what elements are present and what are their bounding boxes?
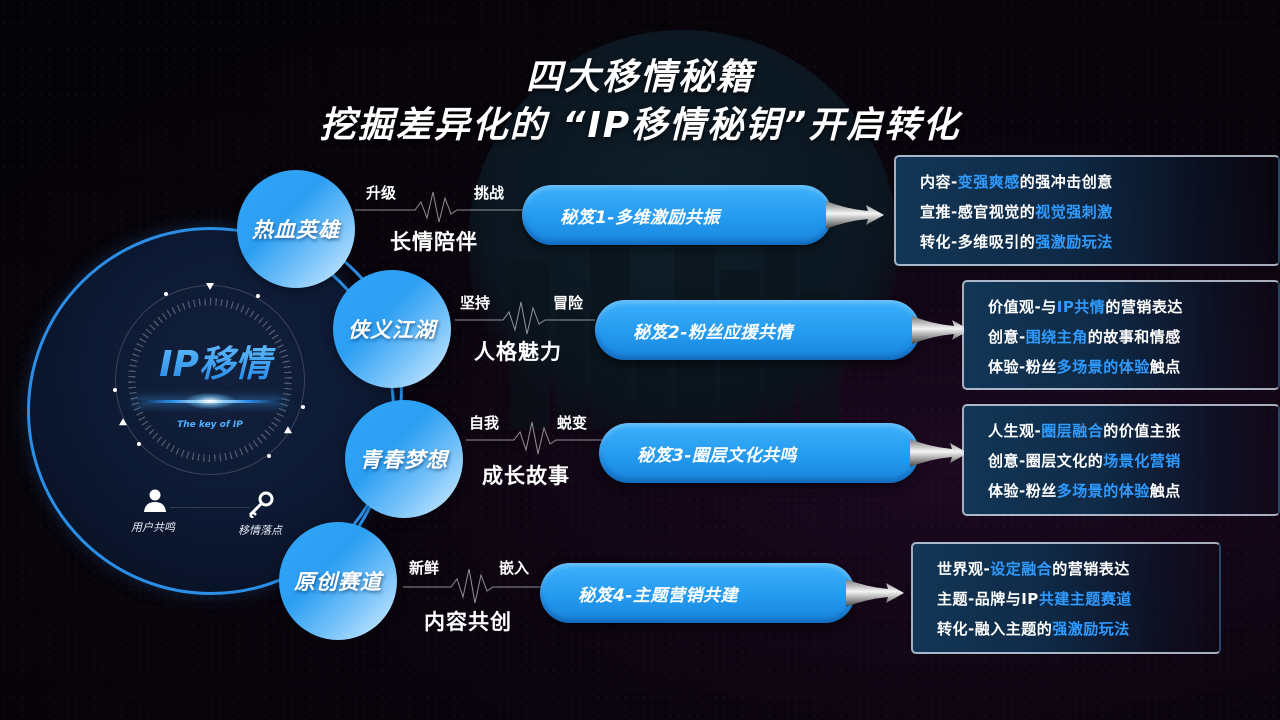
theme-bubble-original-track: 原创赛道 [279, 522, 397, 640]
icon-link-line [170, 507, 250, 508]
glow-core [185, 393, 235, 409]
card-line: 价值观-与IP共情的营销表达 [988, 298, 1183, 316]
arrow-right-icon [912, 316, 970, 344]
hub-title: IP移情 [140, 335, 290, 387]
keyword-right: 嵌入 [499, 559, 530, 577]
user-icon [144, 489, 166, 512]
pill-label: 秘笈4-主题营销共建 [578, 585, 738, 606]
keyword-left: 新鲜 [409, 559, 440, 577]
bubble-label: 青春梦想 [360, 448, 448, 472]
heartbeat-wave-icon [455, 301, 595, 335]
card-line: 人生观-圈层融合的价值主张 [988, 422, 1181, 440]
dial-ticks [128, 298, 292, 462]
keyword-left: 坚持 [460, 294, 491, 312]
dial-dot [113, 388, 117, 392]
theme-bubble-chivalry: 侠义江湖 [333, 270, 451, 388]
arrow-right-icon [826, 201, 884, 229]
dial-dot [301, 405, 305, 409]
card-line: 世界观-设定融合的营销表达 [937, 560, 1130, 578]
strategy-pill-2: 秘笈2-粉丝应援共情 [595, 300, 920, 360]
card-line: 创意-圈层文化的场景化营销 [988, 452, 1181, 470]
page-subtitle: 挖掘差异化的 “IP移情秘钥”开启转化 [319, 105, 961, 146]
page-title: 四大移情秘籍 [525, 57, 754, 98]
theme-bubble-hot-blooded-hero: 热血英雄 [237, 170, 355, 288]
keyword-right: 挑战 [474, 184, 505, 202]
keyword-right: 蜕变 [557, 414, 588, 432]
keyword-left: 自我 [469, 414, 500, 432]
dial-dot [164, 292, 168, 296]
strategy-detail-card-4: 世界观-设定融合的营销表达 主题-品牌与IP共建主题赛道 转化-融入主题的强激励… [911, 542, 1221, 654]
card-line: 创意-围绕主角的故事和情感 [988, 328, 1181, 346]
trait-label: 人格魅力 [474, 340, 562, 364]
bubble-label: 热血英雄 [252, 218, 340, 242]
trait-label: 长情陪伴 [390, 230, 478, 254]
trait-label: 内容共创 [424, 610, 512, 634]
bubble-label: 原创赛道 [294, 570, 382, 594]
card-line: 转化-融入主题的强激励玩法 [937, 620, 1130, 638]
strategy-detail-card-2: 价值观-与IP共情的营销表达 创意-围绕主角的故事和情感 体验-粉丝多场景的体验… [962, 280, 1280, 390]
hub-tagline: The key of IP [177, 420, 243, 430]
heartbeat-wave-icon [466, 421, 606, 455]
heartbeat-wave-icon [355, 191, 525, 223]
strategy-detail-card-1: 内容-变强爽感的强冲击创意 宣推-感官视觉的视觉强刺激 转化-多维吸引的强激励玩… [894, 155, 1280, 266]
dial-dot [256, 294, 260, 298]
empathy-anchor-label: 移情落点 [238, 524, 282, 537]
pill-label: 秘笈1-多维激励共振 [560, 207, 720, 228]
key-icon [248, 491, 274, 518]
keyword-right: 冒险 [553, 294, 584, 312]
pill-label: 秘笈2-粉丝应援共情 [633, 322, 793, 343]
arrow-right-icon [910, 439, 968, 467]
arrow-right-icon [846, 579, 904, 607]
theme-bubble-youth-dream: 青春梦想 [345, 400, 463, 518]
card-line: 体验-粉丝多场景的体验触点 [988, 482, 1181, 500]
card-line: 转化-多维吸引的强激励玩法 [920, 233, 1113, 251]
strategy-pill-4: 秘笈4-主题营销共建 [540, 563, 855, 623]
strategy-pill-1: 秘笈1-多维激励共振 [522, 185, 832, 245]
dial-marker-icon [206, 283, 214, 290]
trait-label: 成长故事 [482, 464, 570, 488]
card-line: 宣推-感官视觉的视觉强刺激 [920, 203, 1113, 221]
strategy-pill-3: 秘笈3-圈层文化共鸣 [599, 423, 919, 483]
user-resonance-label: 用户共鸣 [131, 521, 175, 534]
card-line: 体验-粉丝多场景的体验触点 [988, 358, 1181, 376]
card-line: 主题-品牌与IP共建主题赛道 [937, 590, 1132, 608]
pill-label: 秘笈3-圈层文化共鸣 [637, 445, 797, 466]
strategy-detail-card-3: 人生观-圈层融合的价值主张 创意-圈层文化的场景化营销 体验-粉丝多场景的体验触… [962, 404, 1280, 516]
bubble-label: 侠义江湖 [348, 318, 436, 342]
keyword-left: 升级 [366, 184, 397, 202]
dial-dot [267, 454, 271, 458]
dial-dot [137, 442, 141, 446]
heartbeat-wave-icon [403, 568, 543, 604]
card-line: 内容-变强爽感的强冲击创意 [920, 173, 1113, 191]
